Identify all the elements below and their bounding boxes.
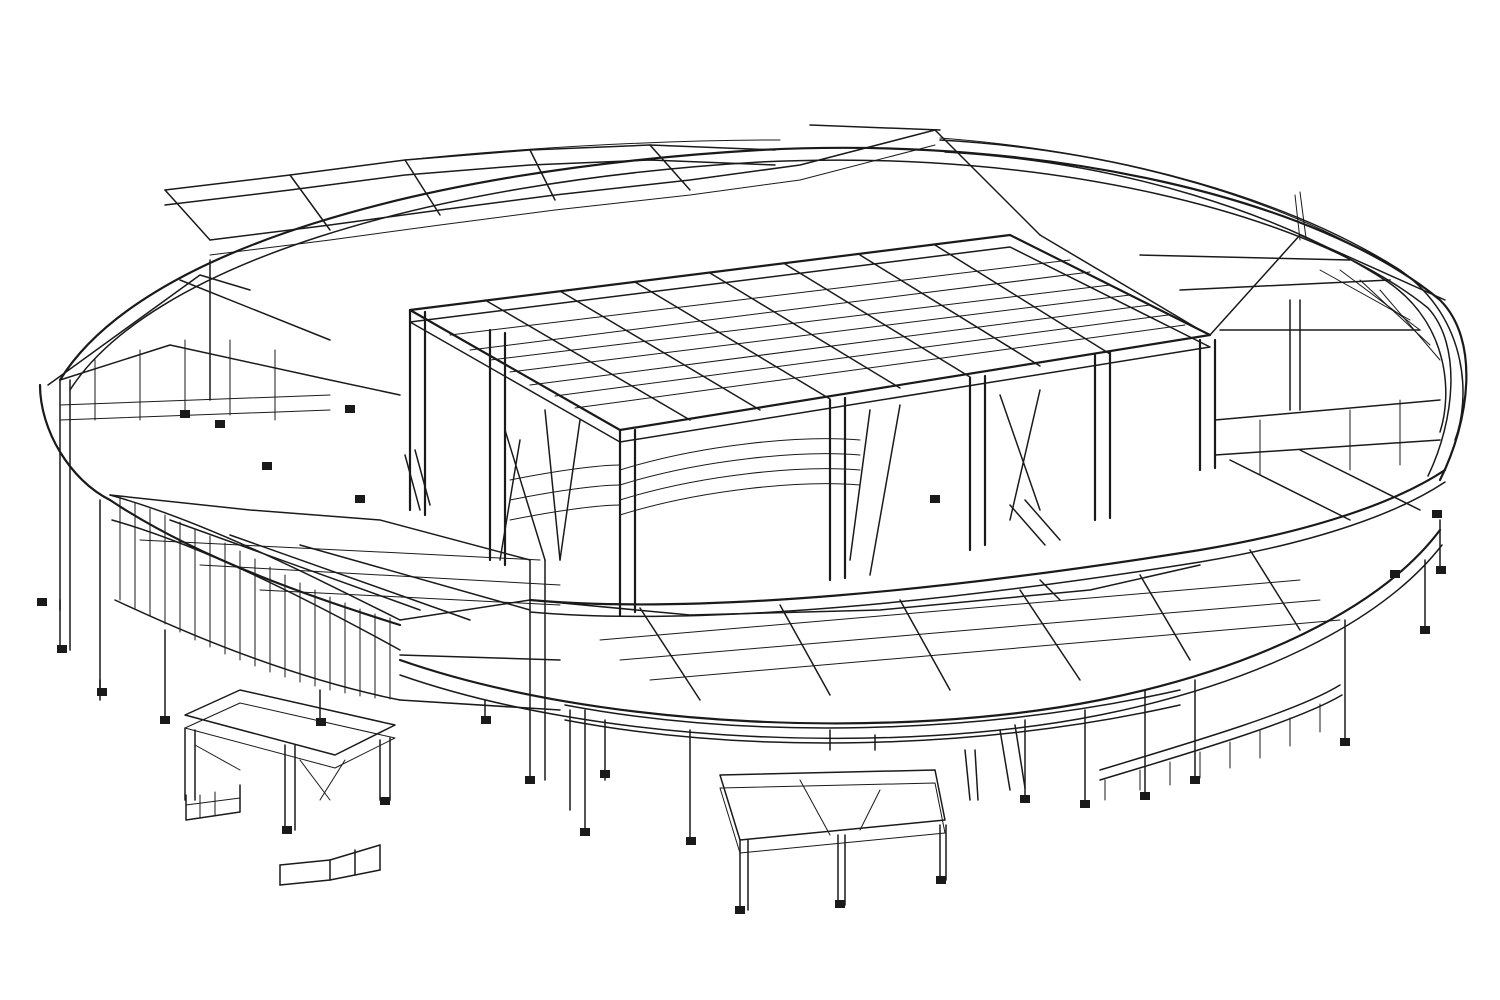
left-curved-wall — [109, 494, 401, 701]
right-lower-rail — [1099, 684, 1343, 801]
interior-stairs — [404, 449, 1061, 801]
left-canopy — [184, 689, 396, 831]
central-roof-grid — [408, 233, 1212, 443]
support-columns — [59, 519, 1441, 841]
front-floor-deck — [529, 449, 1421, 701]
center-canopy — [719, 769, 947, 911]
upper-back-roof — [164, 124, 1201, 331]
left-floor-deck — [109, 494, 561, 781]
right-wing-frame — [1139, 234, 1446, 476]
outer-roof-ring — [58, 137, 1468, 482]
lower-front-ring — [38, 383, 1447, 744]
column-footings — [37, 405, 1446, 914]
right-curved-truss — [939, 139, 1464, 441]
detached-stair-rail — [279, 844, 381, 886]
central-box-frame — [408, 308, 1217, 617]
left-wing-roof — [47, 259, 401, 691]
